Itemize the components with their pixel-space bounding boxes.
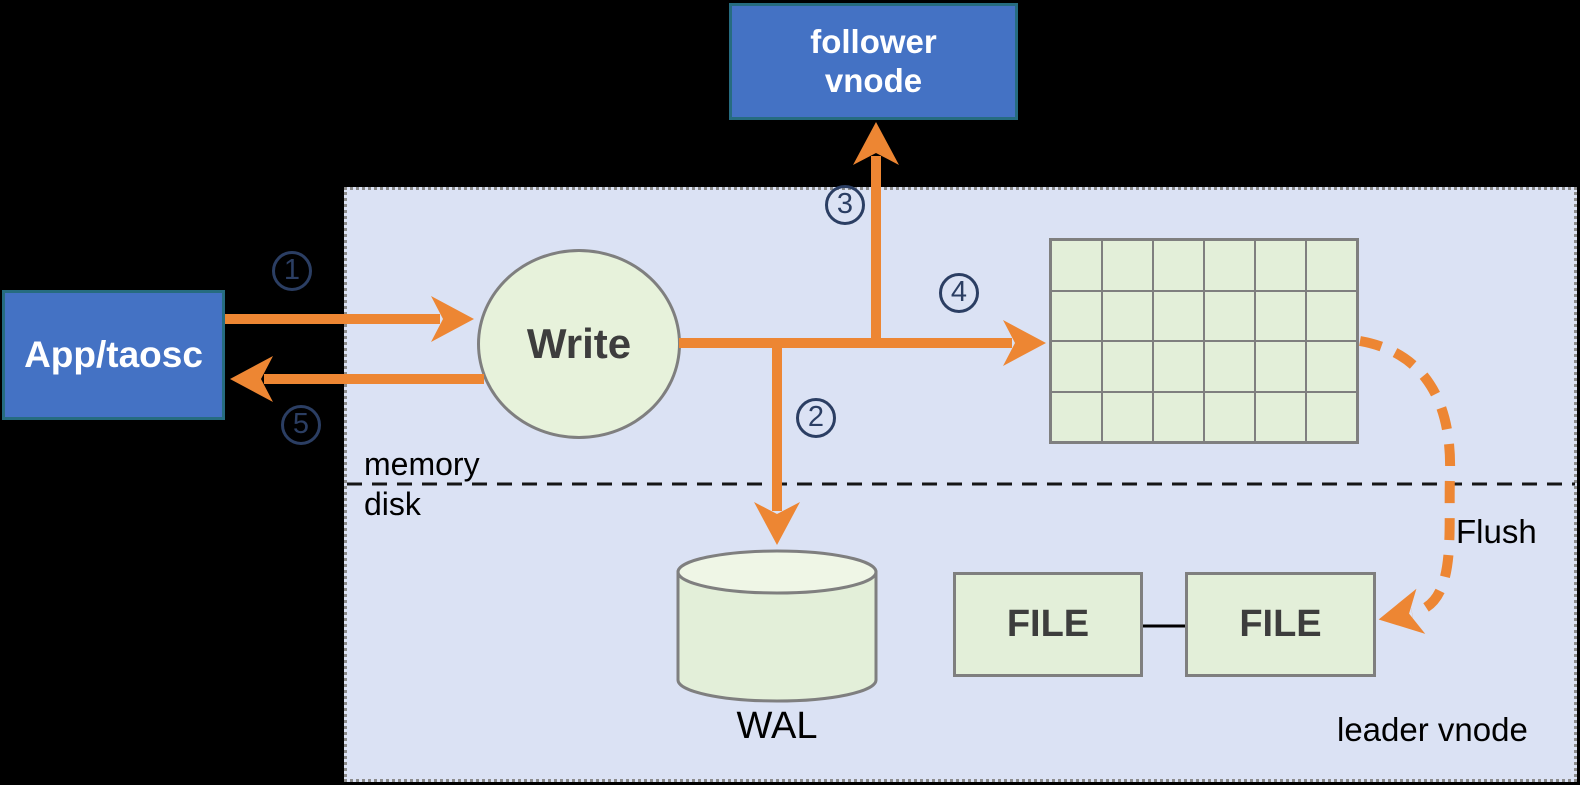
grid-cell — [1154, 241, 1203, 290]
app-taosc-box: App/taosc — [2, 290, 225, 420]
grid-cell — [1103, 342, 1152, 391]
grid-cell — [1307, 392, 1356, 441]
write-circle: Write — [477, 249, 681, 439]
grid-cell — [1154, 291, 1203, 340]
follower-vnode-label-line2: vnode — [824, 61, 923, 99]
follower-vnode-box: follower vnode — [729, 3, 1018, 120]
step-badge-4: 4 — [939, 273, 979, 313]
step-badge-2: 2 — [796, 398, 836, 438]
step-badge-5: 5 — [281, 405, 321, 445]
flush-label: Flush — [1456, 513, 1537, 550]
grid-cell — [1307, 241, 1356, 290]
step-badge-1: 1 — [272, 251, 312, 291]
grid-cell — [1256, 291, 1305, 340]
grid-cell — [1103, 291, 1152, 340]
grid-cell — [1052, 342, 1101, 391]
grid-cell — [1307, 291, 1356, 340]
leader-vnode-label: leader vnode — [1337, 711, 1528, 748]
grid-cell — [1103, 241, 1152, 290]
file-box-1: FILE — [953, 572, 1143, 677]
grid-cell — [1256, 392, 1305, 441]
grid-cell — [1052, 291, 1101, 340]
grid-cell — [1154, 392, 1203, 441]
grid-cell — [1052, 392, 1101, 441]
grid-cell — [1205, 291, 1254, 340]
grid-cell — [1256, 241, 1305, 290]
file-box-2: FILE — [1185, 572, 1376, 677]
memtable-grid — [1049, 238, 1359, 444]
grid-cell — [1154, 342, 1203, 391]
grid-cell — [1205, 241, 1254, 290]
grid-cell — [1256, 342, 1305, 391]
write-label: Write — [526, 320, 632, 367]
grid-cell — [1205, 342, 1254, 391]
file-2-label: FILE — [1239, 603, 1322, 645]
step-badge-3: 3 — [825, 185, 865, 225]
grid-cell — [1205, 392, 1254, 441]
grid-cell — [1103, 392, 1152, 441]
grid-cell — [1307, 342, 1356, 391]
file-1-label: FILE — [1006, 603, 1090, 645]
disk-label: disk — [364, 486, 421, 522]
grid-cell — [1052, 241, 1101, 290]
app-taosc-label: App/taosc — [24, 334, 203, 375]
follower-vnode-label-line1: follower — [810, 22, 937, 60]
memory-label: memory — [364, 446, 480, 482]
wal-label: WAL — [736, 705, 818, 747]
